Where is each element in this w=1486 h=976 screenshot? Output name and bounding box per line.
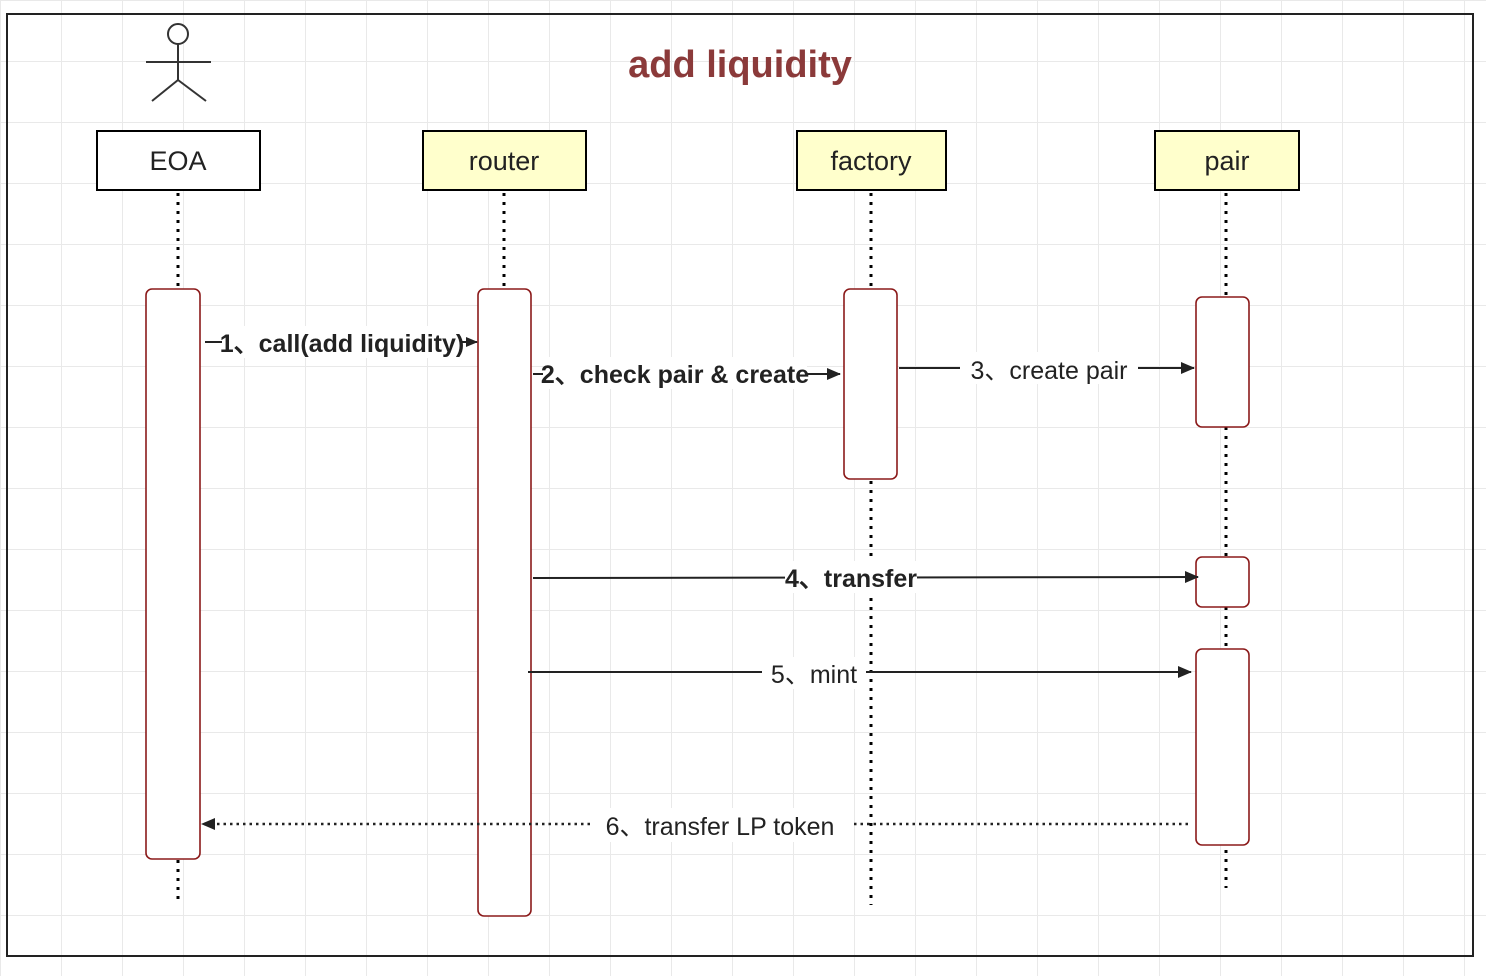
- activation-factory: [843, 288, 898, 480]
- activation-pair-2: [1195, 556, 1250, 608]
- participant-pair-label: pair: [1204, 146, 1249, 176]
- message-2-label: 2、check pair & create: [541, 361, 809, 389]
- message-3-label: 3、create pair: [970, 357, 1127, 385]
- activation-eoa: [145, 288, 201, 860]
- participant-factory: factory: [796, 130, 947, 191]
- stick-figure-actor-icon: [146, 23, 211, 102]
- participant-router: router: [422, 130, 587, 191]
- message-4-label: 4、transfer: [785, 565, 917, 593]
- message-5-label: 5、mint: [771, 661, 857, 689]
- message-4: 4、transfer: [532, 561, 1199, 593]
- participant-eoa-label: EOA: [149, 146, 206, 176]
- message-6: 6、transfer LP token: [201, 808, 1188, 842]
- activation-pair-1: [1195, 296, 1250, 428]
- message-1-label: 1、call(add liquidity): [220, 330, 464, 358]
- participant-factory-label: factory: [830, 146, 912, 176]
- message-6-label: 6、transfer LP token: [606, 813, 835, 841]
- message-1: 1、call(add liquidity): [205, 326, 478, 358]
- message-5: 5、mint: [528, 657, 1192, 689]
- diagram-title: add liquidity: [628, 44, 852, 86]
- message-3: 3、create pair: [899, 352, 1195, 385]
- activation-router: [477, 288, 532, 917]
- diagram-frame: [6, 13, 1474, 957]
- message-2: 2、check pair & create: [533, 357, 841, 389]
- activation-pair-3: [1195, 648, 1250, 846]
- participant-pair: pair: [1154, 130, 1300, 191]
- participant-eoa: EOA: [96, 130, 261, 191]
- participant-router-label: router: [469, 146, 540, 176]
